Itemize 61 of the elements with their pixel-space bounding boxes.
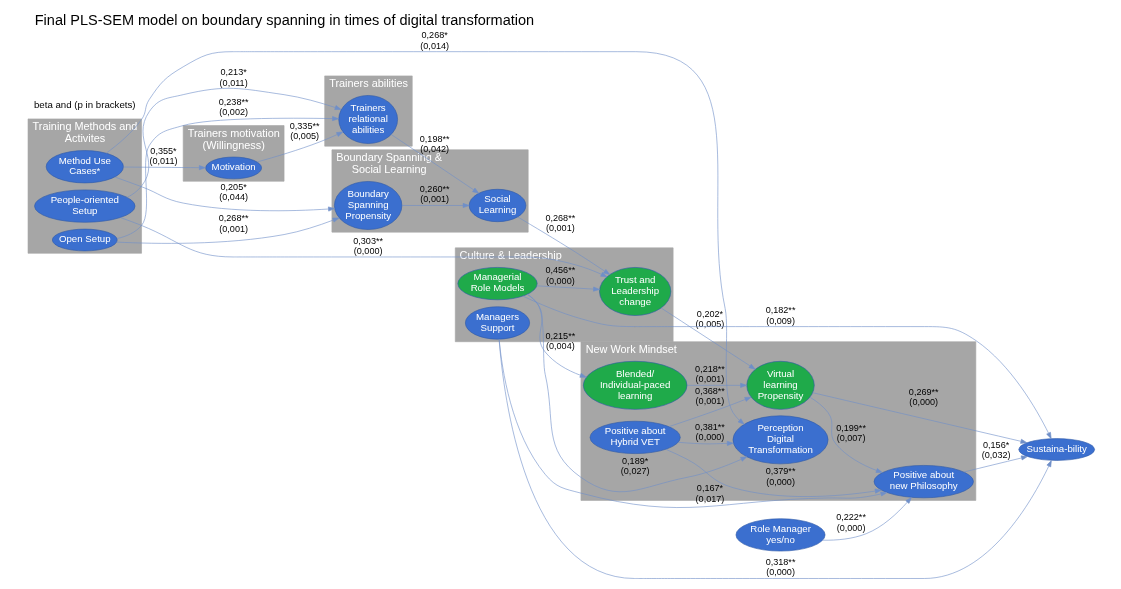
edge-label: 0,202* (0,005): [695, 308, 724, 330]
arrow: [821, 497, 912, 541]
arrow: [677, 440, 734, 446]
edge-label: 0,318** (0,000): [765, 557, 795, 578]
arrow: [256, 131, 343, 163]
arrow: [665, 449, 882, 497]
edge-label: 0,222** (0,000): [835, 512, 866, 533]
edge-label: 0,156* (0,032): [981, 439, 1011, 460]
edge-label: 0,355* (0,011): [148, 146, 178, 167]
edge-label: 0,379** (0,000): [765, 466, 795, 487]
edge-label: 0,335** (0,005): [289, 120, 320, 141]
edge-label: 0,268* (0,014): [419, 30, 449, 51]
edge-label: 0,368** (0,001): [694, 385, 725, 407]
arrow: [963, 455, 1028, 473]
arrow: [114, 176, 335, 212]
arrow: [526, 294, 587, 378]
edge-label: 0,218** (0,001): [694, 364, 725, 385]
arrow: [105, 51, 744, 425]
arrow: [812, 392, 1027, 444]
edge-label: 0,260** (0,001): [419, 184, 450, 205]
arrow: [522, 295, 1051, 439]
arrow: [119, 217, 607, 278]
diagram-title: Final PLS-SEM model on boundary spanning in times of digital transformation: [34, 11, 534, 28]
edge-label: 0,205* (0,044): [218, 181, 248, 203]
arrow: [401, 203, 469, 208]
edge-label: 0,213* (0,011): [219, 67, 248, 88]
arrow: [536, 285, 600, 292]
arrow: [498, 339, 1052, 579]
node-ellipse: Motivation: [204, 156, 262, 180]
edge-label: 0,303** (0,000): [352, 235, 383, 256]
arrow: [686, 382, 747, 388]
edge-label: 0,189* (0,027): [620, 456, 650, 477]
arrow: [660, 307, 755, 370]
edge-label: 0,182** (0,009): [765, 305, 795, 326]
arrow: [122, 165, 206, 171]
arrow: [526, 294, 747, 493]
arrow: [116, 116, 339, 239]
arrow: [668, 396, 751, 427]
node-ellipse: Managers Support: [464, 306, 530, 340]
edge-label: 0,381** (0,000): [694, 422, 725, 443]
node-ellipse: People-oriented Setup: [33, 189, 135, 223]
node-ellipse: Role Manager yes/no: [735, 518, 825, 552]
label: beta and (p in brackets): [33, 98, 136, 110]
arrow: [115, 217, 339, 244]
arrow: [809, 396, 883, 473]
edge-label: 0,268** (0,001): [218, 213, 249, 234]
node-ellipse: Blended/ Individual-paced learning: [582, 361, 687, 410]
node-ellipse: Method Use Cases*: [45, 150, 124, 184]
edge-label: 0,456** (0,000): [544, 265, 575, 286]
edge-label: 0,199** (0,007): [835, 422, 866, 444]
arrow: [126, 88, 341, 198]
edge-label: 0,268** (0,001): [544, 212, 575, 233]
node-ellipse: Positive about Hybrid VET: [589, 420, 681, 454]
edge-label: 0,215** (0,004): [544, 330, 575, 351]
edge-label: 0,269** (0,000): [908, 387, 939, 408]
arrow: [516, 216, 610, 275]
edge-label: 0,238** (0,002): [218, 96, 249, 118]
edge-label: 0,167* (0,017): [695, 483, 724, 504]
node-ellipse: Open Setup: [51, 228, 117, 252]
arrow: [390, 134, 479, 194]
node-ellipse: Managerial Role Models: [457, 267, 537, 301]
